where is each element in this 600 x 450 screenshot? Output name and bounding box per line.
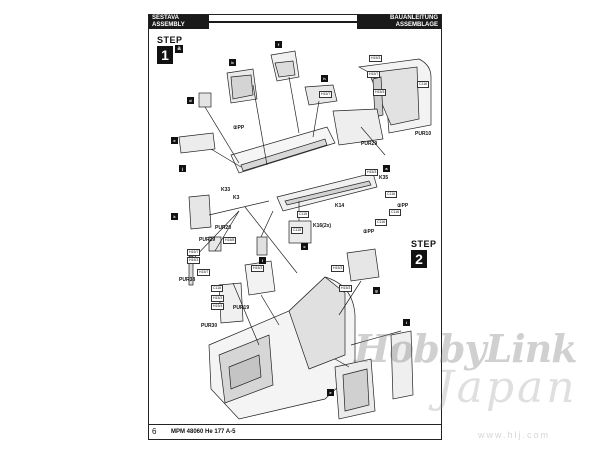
part-tag-j: j bbox=[179, 165, 186, 172]
paint-code: C116 bbox=[389, 209, 402, 216]
label-pur19: PUR19 bbox=[233, 305, 250, 311]
paint-code: H15/7 bbox=[367, 71, 381, 78]
paint-code: H15/3 bbox=[373, 89, 387, 96]
part-tag-f: f bbox=[275, 41, 282, 48]
part-tag-g: g bbox=[373, 287, 380, 294]
step-1-number: 1 bbox=[157, 46, 173, 64]
watermark-line-2: Japan bbox=[436, 362, 578, 413]
label-pur30: PUR30 bbox=[201, 323, 218, 329]
header-bauanleitung: BAUANLEITUNG bbox=[390, 15, 438, 21]
paint-code: H15/3 bbox=[369, 55, 383, 62]
kit-title: MPM 48060 He 177 A-5 bbox=[171, 429, 236, 435]
header-right: BAUANLEITUNG ASSEMBLAGE bbox=[357, 15, 441, 29]
step-2-marker: STEP 2 bbox=[411, 239, 437, 269]
part-tag-a: a bbox=[383, 165, 390, 172]
page-number: 6 bbox=[152, 427, 157, 436]
label-pur10: PUR10 bbox=[415, 131, 432, 137]
paint-code: H15/3 bbox=[339, 285, 353, 292]
part-tag-c: c bbox=[301, 243, 308, 250]
paint-code: H15/4 bbox=[211, 303, 225, 310]
paint-code: H15/3 bbox=[251, 265, 265, 272]
label-k35: K35 bbox=[379, 175, 389, 181]
header-assembly: ASSEMBLY bbox=[152, 22, 185, 28]
paint-code: H15/7 bbox=[197, 269, 211, 276]
label-pp-2: ②PP bbox=[397, 203, 409, 209]
instruction-sheet: SESTAVA ASSEMBLY BAUANLEITUNG ASSEMBLAGE bbox=[148, 14, 442, 440]
step-2-word: STEP bbox=[411, 239, 437, 249]
header-rule bbox=[209, 21, 357, 23]
step-1-sub: a bbox=[175, 45, 183, 53]
sheet-footer: 6 MPM 48060 He 177 A-5 bbox=[149, 424, 441, 439]
paint-code: H15/3 bbox=[331, 265, 345, 272]
paint-code: H15/7 bbox=[319, 91, 333, 98]
watermark-url: www.hlj.com bbox=[478, 430, 551, 440]
paint-code: C116 bbox=[211, 285, 224, 292]
sheet-header: SESTAVA ASSEMBLY BAUANLEITUNG ASSEMBLAGE bbox=[149, 15, 441, 29]
part-tag-i: i bbox=[403, 319, 410, 326]
paint-code: C116 bbox=[385, 191, 398, 198]
header-sestava: SESTAVA bbox=[152, 15, 180, 21]
paint-code: C116 bbox=[375, 219, 388, 226]
part-tag-d: d bbox=[187, 97, 194, 104]
label-pur38: PUR38 bbox=[179, 277, 196, 283]
header-left: SESTAVA ASSEMBLY bbox=[149, 15, 209, 29]
header-assemblage: ASSEMBLAGE bbox=[395, 22, 438, 28]
paint-code: H15/3 bbox=[211, 295, 225, 302]
paint-code: H15/3 bbox=[365, 169, 379, 176]
label-pur20: PUR20 bbox=[215, 225, 232, 231]
paint-code: H15/8 bbox=[223, 237, 237, 244]
paint-code: H15/7 bbox=[187, 249, 201, 256]
label-k16: K16(2x) bbox=[313, 223, 332, 229]
step-2-number: 2 bbox=[411, 250, 427, 268]
label-k33: K33 bbox=[221, 187, 231, 193]
label-pur29-top: PUR29 bbox=[361, 141, 378, 147]
label-pp-1: ②PP bbox=[233, 125, 245, 131]
part-tag-e-lower: e bbox=[327, 389, 334, 396]
paint-code: C116 bbox=[417, 81, 430, 88]
part-tag-e: e bbox=[171, 137, 178, 144]
part-tag-k: k bbox=[171, 213, 178, 220]
part-tag-b: b bbox=[229, 59, 236, 66]
label-pp-3: ②PP bbox=[363, 229, 375, 235]
paint-code: H15/3 bbox=[187, 257, 201, 264]
label-k3: K3 bbox=[233, 195, 240, 201]
paint-code: C115 bbox=[297, 211, 310, 218]
label-k14: K14 bbox=[335, 203, 345, 209]
label-pur29-left: PUR29 bbox=[199, 237, 216, 243]
part-tag-l: l bbox=[259, 257, 266, 264]
part-tag-h: h bbox=[321, 75, 328, 82]
paint-code: C115 bbox=[291, 227, 304, 234]
step-1-word: STEP bbox=[157, 35, 183, 45]
